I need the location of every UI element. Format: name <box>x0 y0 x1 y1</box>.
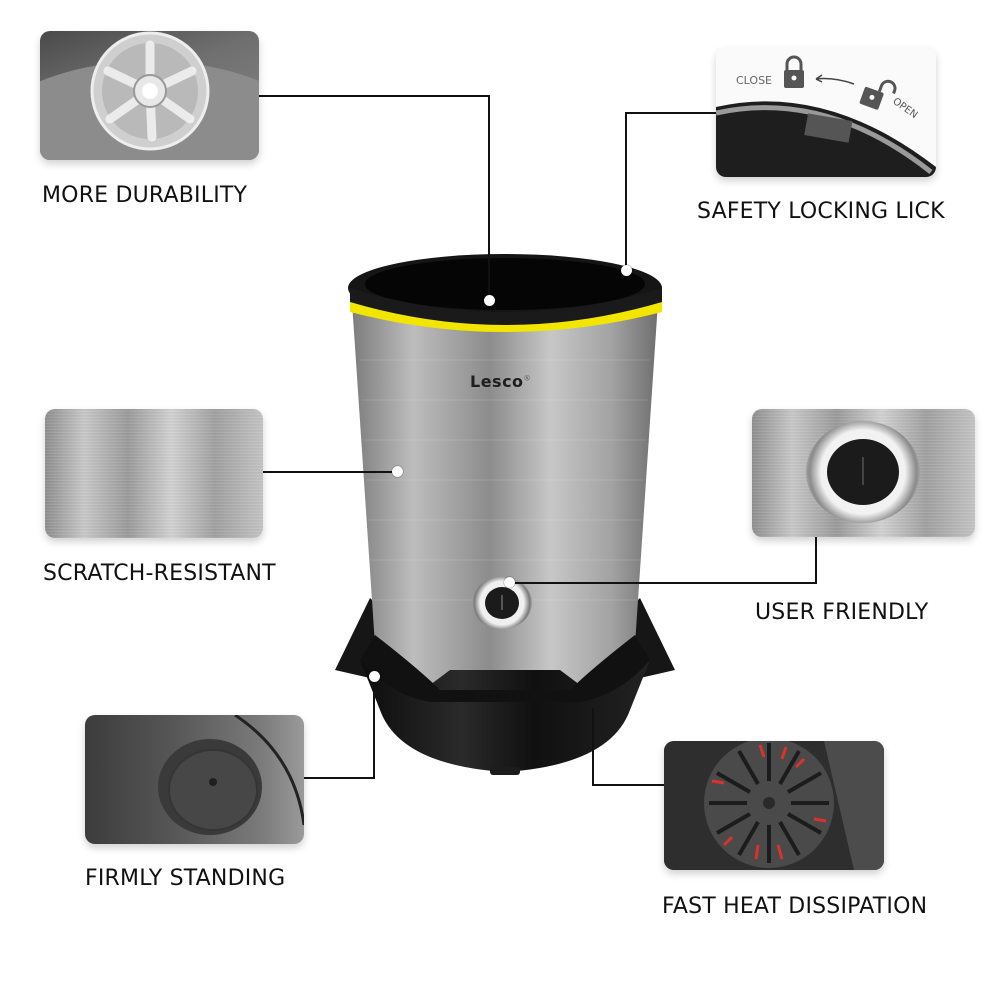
scratch-image <box>45 409 263 538</box>
connector-user-v <box>815 537 817 584</box>
power-button-closeup-icon <box>806 421 920 523</box>
feature-label-scratch: SCRATCH-RESISTANT <box>43 561 276 586</box>
vent-fan-icon <box>664 741 884 870</box>
open-lock-icon <box>859 79 897 110</box>
connector-locking-v <box>625 112 627 270</box>
heat-flow-arrows <box>711 744 827 860</box>
connector-scratch-h <box>263 471 395 473</box>
connector-user-h <box>510 582 817 584</box>
hotspot-user[interactable] <box>504 577 515 588</box>
feature-label-heat: FAST HEAT DISSIPATION <box>662 894 928 919</box>
connector-standing-v <box>373 680 375 779</box>
brand-logo: Lesco® <box>470 372 532 391</box>
hotspot-locking[interactable] <box>621 265 632 276</box>
locking-image: CLOSE OPEN <box>716 47 936 177</box>
heat-image <box>664 741 884 870</box>
feature-label-standing: FIRMLY STANDING <box>85 866 286 891</box>
hotspot-standing[interactable] <box>369 671 380 682</box>
feature-label-locking: SAFETY LOCKING LICK <box>697 199 945 224</box>
connector-heat-v <box>592 708 594 786</box>
closed-lock-icon <box>784 55 804 88</box>
power-button[interactable] <box>472 577 532 629</box>
hotspot-scratch[interactable] <box>392 466 403 477</box>
connector-durability-v <box>488 95 490 301</box>
lock-lid-illustration <box>716 55 936 177</box>
connector-heat-h <box>592 784 664 786</box>
connector-standing-h <box>304 777 375 779</box>
power-symbol-icon <box>501 595 503 610</box>
user-friendly-image <box>752 409 975 537</box>
durability-image <box>40 31 259 160</box>
hotspot-durability[interactable] <box>484 295 495 306</box>
product-grinder: Lesco® <box>330 240 680 780</box>
feature-label-user: USER FRIENDLY <box>755 600 929 625</box>
blade-wheel-icon <box>40 31 259 160</box>
feature-label-durability: MORE DURABILITY <box>42 183 248 208</box>
grinder-illustration <box>335 254 675 775</box>
standing-image <box>85 715 304 844</box>
rubber-foot-icon <box>158 715 304 835</box>
connector-durability-h <box>259 95 490 97</box>
lock-close-label: CLOSE <box>736 74 773 87</box>
connector-locking-h <box>625 112 716 114</box>
